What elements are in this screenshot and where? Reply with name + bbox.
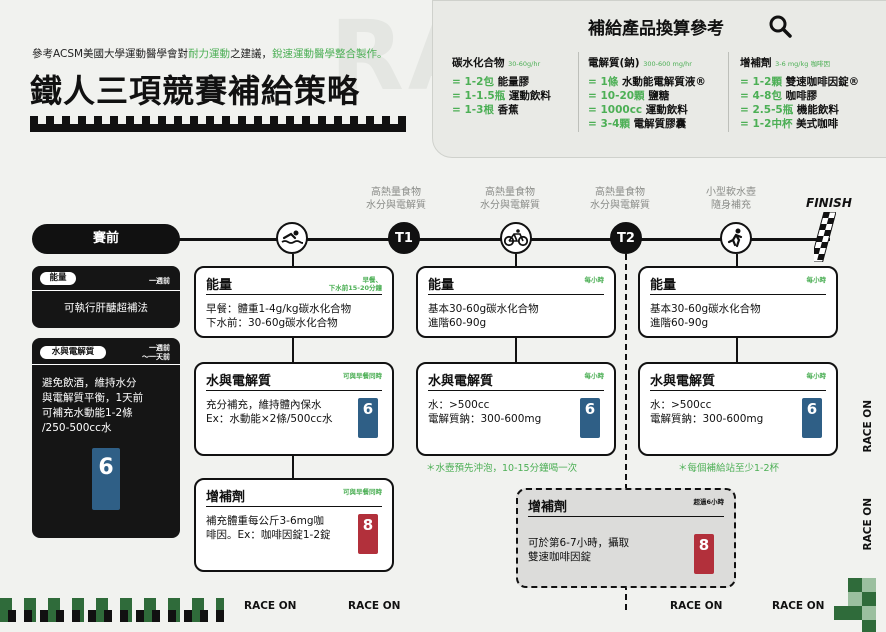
search-icon — [769, 15, 792, 38]
electrolyte-product-image: 6 — [802, 398, 822, 438]
stage-tip-t2: 高熱量食物水分與電解質 — [590, 187, 650, 211]
bike-stage-node — [500, 222, 532, 254]
stage-tip-bike: 高熱量食物水分與電解質 — [480, 187, 540, 211]
run-energy-card: 能量 每小時 基本30-60g碳水化合物進階60-90g — [638, 266, 838, 338]
list-item: = 1-1.5瓶 運動飲料 — [452, 90, 551, 102]
electrolyte-product-image: 6 — [358, 398, 378, 438]
list-item: = 1-2顆 雙速咖啡因錠® — [740, 76, 860, 88]
connector — [515, 336, 517, 362]
product-conversion-panel — [432, 0, 886, 158]
race-on-label: RACE ON — [244, 600, 297, 612]
swim-stage-node — [276, 222, 308, 254]
t1-node: T1 — [388, 222, 420, 254]
list-item: = 3-4顆 電解質膠囊 — [588, 118, 687, 130]
race-on-label: RACE ON — [348, 600, 401, 612]
connector — [736, 336, 738, 362]
list-item: = 2.5-5瓶 機能飲料 — [740, 104, 839, 116]
checkered-divider — [30, 116, 406, 132]
list-item: = 10-20顆 鹽糖 — [588, 90, 670, 102]
pre-week-water-card: 水與電解質 一週前～一天前 避免飲酒，維持水分與電解質平衡，1天前可補充水動能1… — [32, 338, 180, 538]
bike-icon — [504, 229, 528, 247]
list-item: = 4-8包 咖啡膠 — [740, 90, 818, 102]
race-on-vertical: RACE ON — [862, 400, 874, 453]
pre-energy-card: 能量 早餐、下水前15-20分鐘 早餐：體重1-4g/kg碳水化合物下水前：30… — [194, 266, 394, 338]
panel-title: 補給產品換算參考 — [588, 19, 724, 39]
carb-column: 碳水化合物 30-60g/hr = 1-2包 能量膠 = 1-1.5瓶 運動飲料… — [452, 57, 551, 116]
bike-note: ＊水壺預先沖泡，10-15分鐘喝一次 — [426, 463, 578, 474]
column-divider — [578, 52, 579, 132]
stage-tip-swim: 高熱量食物水分與電解質 — [366, 187, 426, 211]
connector — [515, 254, 517, 268]
stage-tip-run: 小型軟水壺隨身補充 — [706, 187, 756, 211]
race-on-label: RACE ON — [772, 600, 825, 612]
finish-flag-icon — [814, 212, 836, 262]
run-note: ＊每個補給站至少1-2杯 — [678, 463, 780, 474]
electrolyte-column: 電解質(鈉) 300-600 mg/hr = 1條 水動能電解質液® = 10-… — [588, 57, 706, 130]
list-item: = 1000cc 運動飲料 — [588, 104, 688, 116]
connector — [292, 336, 294, 362]
connector — [736, 254, 738, 268]
finish-label: FINISH — [806, 196, 852, 210]
swim-icon — [281, 230, 303, 244]
water-pill: 水與電解質 — [40, 346, 106, 359]
list-item: = 1-2中杯 美式咖啡 — [740, 118, 839, 130]
energy-pill: 能量 — [40, 272, 76, 285]
run-icon — [727, 228, 743, 248]
race-on-vertical: RACE ON — [862, 498, 874, 551]
t2-node: T2 — [610, 222, 642, 254]
page-title: 鐵人三項競賽補給策略 — [30, 72, 361, 110]
list-item: = 1條 水動能電解質液® — [588, 76, 706, 88]
list-item: = 1-3根 香蕉 — [452, 104, 519, 116]
connector — [292, 454, 294, 478]
supplement-column: 增補劑 3-6 mg/kg 咖啡因 = 1-2顆 雙速咖啡因錠® = 4-8包 … — [740, 57, 860, 130]
run-supplement-card: 增補劑 超過6小時 可於第6-7小時，攝取雙速咖啡因錠 8 — [516, 488, 736, 588]
checkered-footer — [0, 598, 224, 622]
pre-week-energy-card: 能量 一週前 可執行肝醣超補法 — [32, 266, 180, 328]
pre-supplement-card: 增補劑 可與早餐同時 補充體重每公斤3-6mg咖啡因。Ex：咖啡因錠1-2錠 8 — [194, 478, 394, 572]
caffeine-product-image: 8 — [694, 534, 714, 574]
caffeine-product-image: 8 — [358, 514, 378, 554]
bike-energy-card: 能量 每小時 基本30-60g碳水化合物進階60-90g — [416, 266, 616, 338]
column-divider — [728, 52, 729, 132]
reference-note: 參考ACSM美國大學運動醫學會對耐力運動之建議，銳速運動醫學整合製作。 — [32, 48, 388, 60]
run-stage-node — [720, 222, 752, 254]
water-body: 避免飲酒，維持水分與電解質平衡，1天前可補充水動能1-2條/250-500cc水 — [42, 377, 144, 434]
t2-dashed-line — [625, 254, 627, 610]
pre-race-stage: 賽前 — [32, 224, 180, 254]
electrolyte-product-image: 6 — [580, 398, 600, 438]
race-on-label: RACE ON — [670, 600, 723, 612]
electrolyte-product-image: 6 — [92, 448, 120, 510]
connector — [292, 254, 294, 268]
list-item: = 1-2包 能量膠 — [452, 76, 530, 88]
